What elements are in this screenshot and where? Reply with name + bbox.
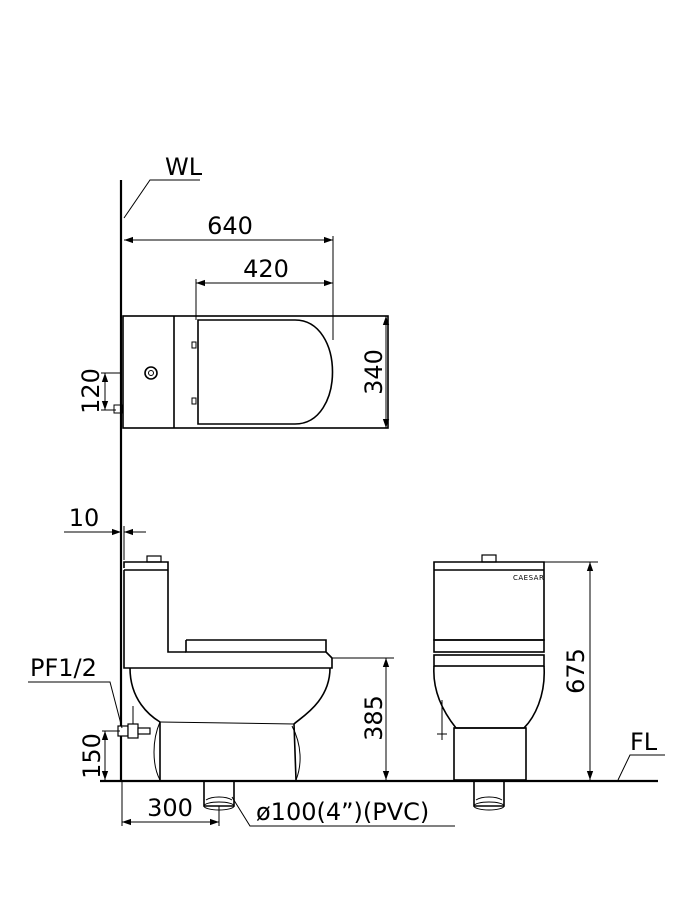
dim-total-height: 675 <box>544 561 598 780</box>
inlet-nub <box>113 404 123 414</box>
front-seat <box>433 639 545 653</box>
pipe-fitting-leader: PF1/2 <box>28 654 123 729</box>
front-flush-button <box>481 554 497 563</box>
wall-line-leader: WL <box>123 153 203 219</box>
hinge-top <box>191 341 197 349</box>
top-view <box>113 315 389 429</box>
dim-inlet-height-label: 150 <box>78 733 106 779</box>
seat-lid <box>197 319 334 425</box>
dim-wall-gap-label: 10 <box>69 504 100 532</box>
front-tank-lid <box>433 561 545 570</box>
front-pedestal <box>453 727 527 781</box>
front-bowl <box>433 665 545 729</box>
dim-inlet-offset-label: 120 <box>77 368 105 414</box>
drain-label: ø100(4”)(PVC) <box>256 798 429 826</box>
floor-line-leader: FL <box>617 728 665 781</box>
front-view: CAESAR <box>433 554 545 781</box>
bowl-back <box>293 667 331 781</box>
pipe-fitting-label: PF1/2 <box>30 654 97 682</box>
dim-seat-height-label: 385 <box>360 695 388 741</box>
tank-body <box>123 570 333 669</box>
dim-rough-in: 300 <box>121 782 220 826</box>
flush-button <box>144 366 158 380</box>
top-view-outline <box>122 315 389 429</box>
drain-leader: ø100(4”)(PVC) <box>231 796 455 827</box>
dim-width: 340 <box>360 316 390 428</box>
dim-width-label: 340 <box>360 349 388 395</box>
dim-inlet-offset: 120 <box>77 368 122 414</box>
dim-total-height-label: 675 <box>562 648 590 694</box>
dim-seat-height: 385 <box>332 657 394 780</box>
dim-total-length: 640 <box>124 212 334 340</box>
side-seat <box>185 639 333 659</box>
dim-rough-in-label: 300 <box>147 794 193 822</box>
drain-pipe-front <box>473 781 505 811</box>
dim-seat-length: 420 <box>195 255 333 320</box>
bowl-front <box>129 667 161 780</box>
side-flush-button <box>146 555 162 563</box>
dim-seat-length-label: 420 <box>243 255 289 283</box>
drain-pipe-side <box>203 781 235 811</box>
dim-wall-gap: 10 <box>64 504 146 560</box>
floor-line-label: FL <box>630 728 658 756</box>
side-view <box>117 555 333 781</box>
front-rim <box>433 654 545 667</box>
brand-label: CAESAR <box>513 574 544 582</box>
dim-total-length-label: 640 <box>207 212 253 240</box>
hinge-bottom <box>191 397 197 405</box>
wall-line-label: WL <box>165 153 203 181</box>
tank-lid <box>123 561 169 570</box>
dim-inlet-height: 150 <box>78 730 120 780</box>
